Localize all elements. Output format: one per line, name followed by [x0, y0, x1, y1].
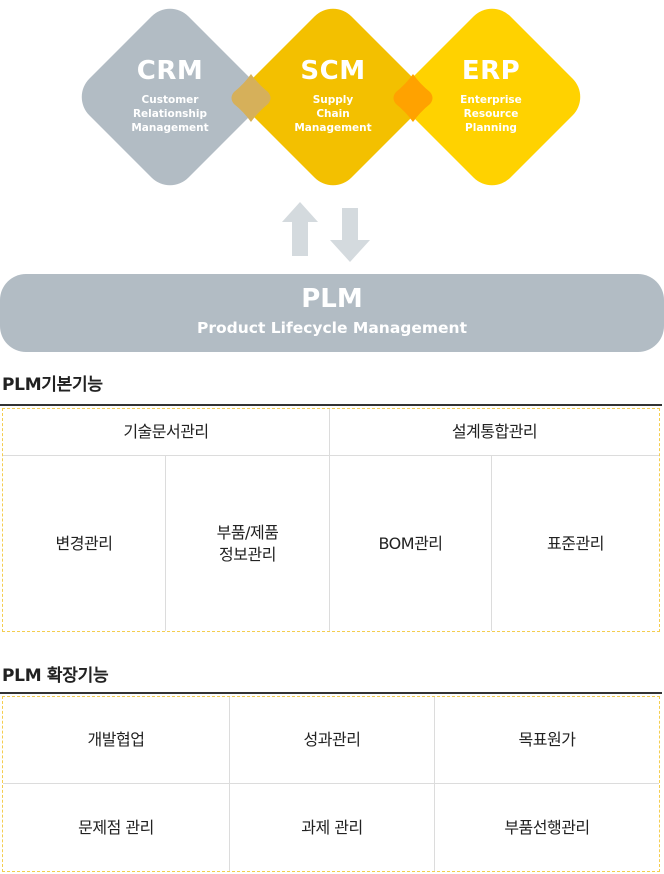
- crm-subtitle: Customer Relationship Management: [110, 93, 230, 135]
- row-divider: [3, 783, 659, 784]
- scm-sub-line: Supply: [312, 94, 354, 106]
- exchange-arrows: [282, 202, 370, 262]
- scm-diamond: [244, 8, 422, 186]
- column-divider: [229, 697, 230, 871]
- scm-title: SCM: [300, 56, 366, 86]
- crm-scm-overlap: [231, 74, 271, 122]
- extended-functions-box: [2, 696, 660, 872]
- crm-sub-line: Management: [131, 122, 209, 134]
- column-divider: [434, 697, 435, 871]
- up-arrow-icon: [282, 202, 318, 256]
- group-header-divider: [3, 455, 659, 456]
- plm-bar: [0, 274, 664, 352]
- group-divider: [329, 409, 330, 631]
- group-design-integration: 설계통합관리: [451, 422, 538, 441]
- scm-sub-line: Chain: [316, 108, 350, 120]
- extended-section-title: PLM 확장기능: [2, 666, 109, 686]
- scm-erp-overlap: [393, 74, 433, 122]
- item-task-mgmt: 과제 관리: [301, 817, 363, 837]
- item-performance-mgmt: 성과관리: [303, 730, 361, 749]
- erp-title: ERP: [461, 56, 521, 86]
- plm-subtitle: Product Lifecycle Management: [196, 319, 468, 337]
- item-divider: [165, 456, 166, 631]
- plm-title: PLM: [301, 284, 363, 314]
- crm-sub-line: Relationship: [132, 108, 208, 120]
- system-diamonds: [81, 8, 581, 186]
- basic-functions-box: [2, 408, 660, 632]
- basic-section-divider: [0, 404, 662, 406]
- scm-subtitle: Supply Chain Management: [273, 93, 393, 135]
- item-part-product-info: 부품/제품 정보관리: [216, 522, 279, 564]
- item-dev-collaboration: 개발협업: [87, 730, 145, 749]
- item-target-cost: 목표원가: [518, 730, 576, 749]
- crm-diamond: [81, 8, 259, 186]
- item-bom-mgmt: BOM관리: [378, 533, 443, 553]
- item-issue-mgmt: 문제점 관리: [78, 817, 154, 837]
- erp-subtitle: Enterprise Resource Planning: [431, 93, 551, 135]
- crm-sub-line: Customer: [141, 94, 199, 106]
- erp-sub-line: Resource: [463, 108, 519, 120]
- erp-sub-line: Planning: [465, 122, 517, 134]
- item-divider: [491, 456, 492, 631]
- item-standard-mgmt: 표준관리: [547, 533, 604, 553]
- scm-sub-line: Management: [294, 122, 372, 134]
- erp-diamond: [403, 8, 581, 186]
- basic-section-title: PLM기본기능: [2, 375, 103, 395]
- down-arrow-icon: [330, 208, 370, 262]
- item-part-preceding-mgmt: 부품선행관리: [504, 817, 590, 837]
- item-change-mgmt: 변경관리: [55, 533, 113, 553]
- extended-section-divider: [0, 692, 662, 694]
- erp-sub-line: Enterprise: [460, 94, 522, 106]
- crm-title: CRM: [136, 56, 204, 86]
- group-tech-docs: 기술문서관리: [123, 422, 209, 441]
